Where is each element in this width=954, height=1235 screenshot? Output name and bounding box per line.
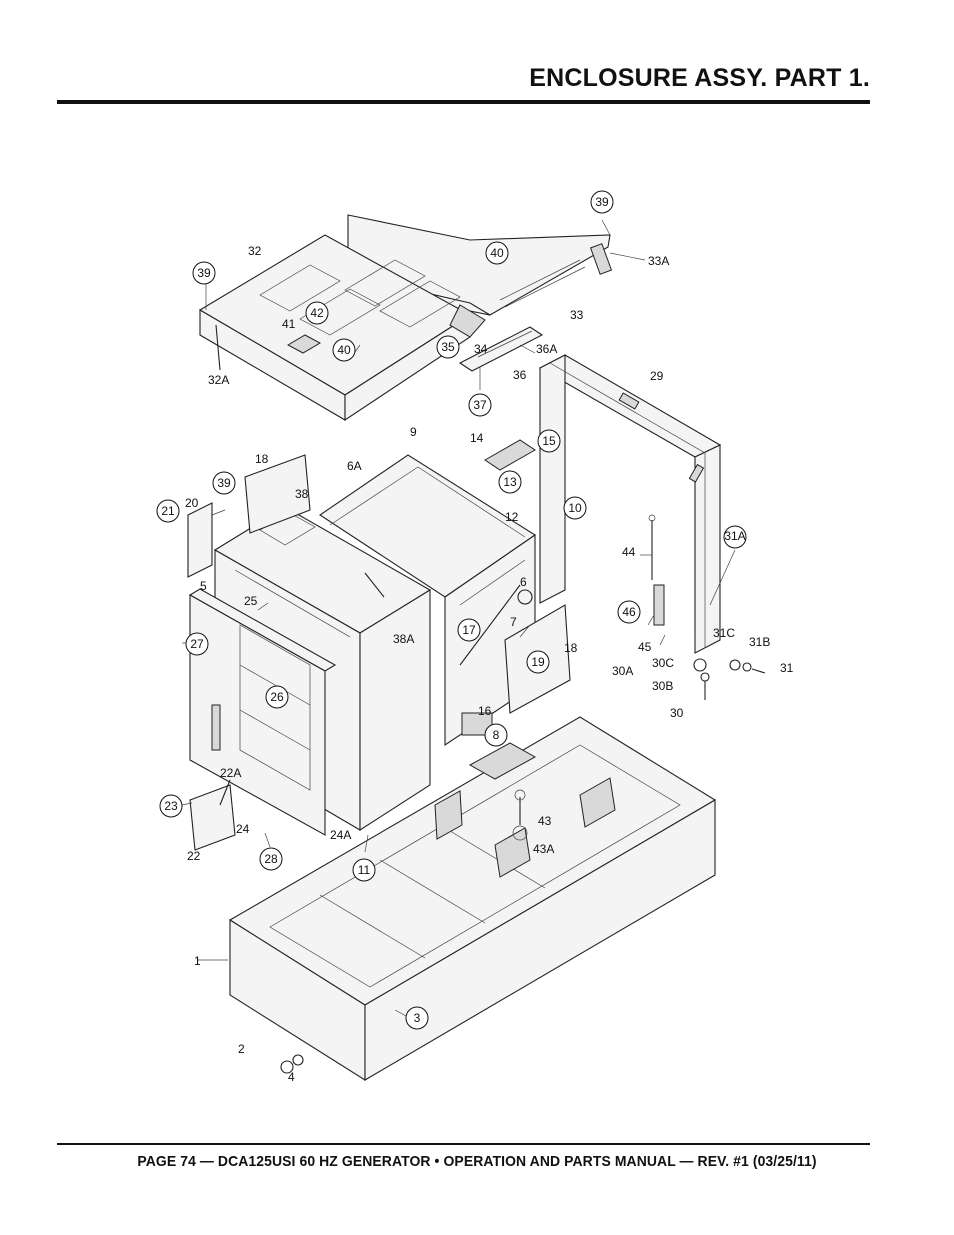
callout-18b: 18	[564, 641, 578, 655]
callout-4: 4	[288, 1070, 295, 1084]
callout-30: 30	[670, 706, 684, 720]
callout-9: 9	[410, 425, 417, 439]
callout-8: 8	[493, 728, 500, 742]
callout-26: 26	[270, 690, 284, 704]
callout-30b: 30B	[652, 679, 673, 693]
panel-18	[244, 454, 311, 534]
callout-40b: 40	[337, 343, 351, 357]
callout-39a: 39	[595, 195, 609, 209]
callout-43: 43	[538, 814, 552, 828]
footer-rule	[57, 1143, 870, 1145]
callout-31c: 31C	[713, 626, 735, 640]
duct-34-36	[458, 326, 544, 372]
leader-lines	[181, 219, 736, 1018]
callout-38: 38	[295, 487, 309, 501]
callout-18a: 18	[255, 452, 269, 466]
callout-46: 46	[622, 605, 636, 619]
callout-7: 7	[510, 615, 517, 629]
callout-6: 6	[520, 575, 527, 589]
callout-16: 16	[478, 704, 492, 718]
callout-15: 15	[542, 434, 556, 448]
callout-12: 12	[505, 510, 519, 524]
callout-39b: 39	[197, 266, 211, 280]
callout-41: 41	[282, 317, 296, 331]
callout-27: 27	[190, 637, 204, 651]
callout-31: 31	[780, 661, 794, 675]
callout-28: 28	[264, 852, 278, 866]
callout-45: 45	[638, 640, 652, 654]
callout-32: 32	[248, 244, 262, 258]
callout-25: 25	[244, 594, 258, 608]
callout-33: 33	[570, 308, 584, 322]
callout-40a: 40	[490, 246, 504, 260]
callouts: 39 33A 32 40 33 39 42 41 40 35 34 36A 36…	[156, 190, 794, 1084]
frame-29	[538, 354, 722, 654]
callout-35: 35	[441, 340, 455, 354]
callout-44: 44	[622, 545, 636, 559]
callout-11: 11	[358, 863, 371, 877]
callout-23: 23	[164, 799, 178, 813]
callout-2: 2	[238, 1042, 245, 1056]
callout-29: 29	[650, 369, 664, 383]
callout-10: 10	[568, 501, 582, 515]
callout-6a: 6A	[347, 459, 362, 473]
callout-30c: 30C	[652, 656, 674, 670]
cover-22	[189, 784, 236, 851]
header-rule	[57, 100, 870, 104]
page-title: ENCLOSURE ASSY. PART 1.	[529, 64, 870, 92]
callout-39c: 39	[217, 476, 231, 490]
page-footer: PAGE 74 — DCA125USI 60 HZ GENERATOR • OP…	[137, 1153, 817, 1170]
callout-14: 14	[470, 431, 484, 445]
enclosure-assembly-diagram: 39 33A 32 40 33 39 42 41 40 35 34 36A 36…	[140, 185, 840, 1085]
callout-43a: 43A	[533, 842, 554, 856]
callout-17: 17	[462, 623, 476, 637]
callout-19: 19	[531, 655, 545, 669]
callout-20: 20	[185, 496, 199, 510]
callout-37: 37	[473, 398, 487, 412]
door-27	[188, 588, 337, 836]
callout-22: 22	[187, 849, 201, 863]
base-frame-1	[228, 716, 717, 1081]
callout-24a: 24A	[330, 828, 351, 842]
callout-38a: 38A	[393, 632, 414, 646]
callout-30a: 30A	[612, 664, 633, 678]
callout-31a: 31A	[724, 529, 745, 543]
callout-36: 36	[513, 368, 527, 382]
callout-34: 34	[474, 342, 488, 356]
callout-42: 42	[310, 306, 324, 320]
callout-24: 24	[236, 822, 250, 836]
callout-22a: 22A	[220, 766, 241, 780]
callout-32a: 32A	[208, 373, 229, 387]
callout-33a: 33A	[648, 254, 669, 268]
callout-3: 3	[414, 1011, 421, 1025]
callout-36a: 36A	[536, 342, 557, 356]
callout-31b: 31B	[749, 635, 770, 649]
callout-5: 5	[200, 579, 207, 593]
callout-1: 1	[194, 954, 201, 968]
panel-20	[187, 502, 213, 578]
callout-21: 21	[161, 504, 175, 518]
callout-13: 13	[503, 475, 517, 489]
